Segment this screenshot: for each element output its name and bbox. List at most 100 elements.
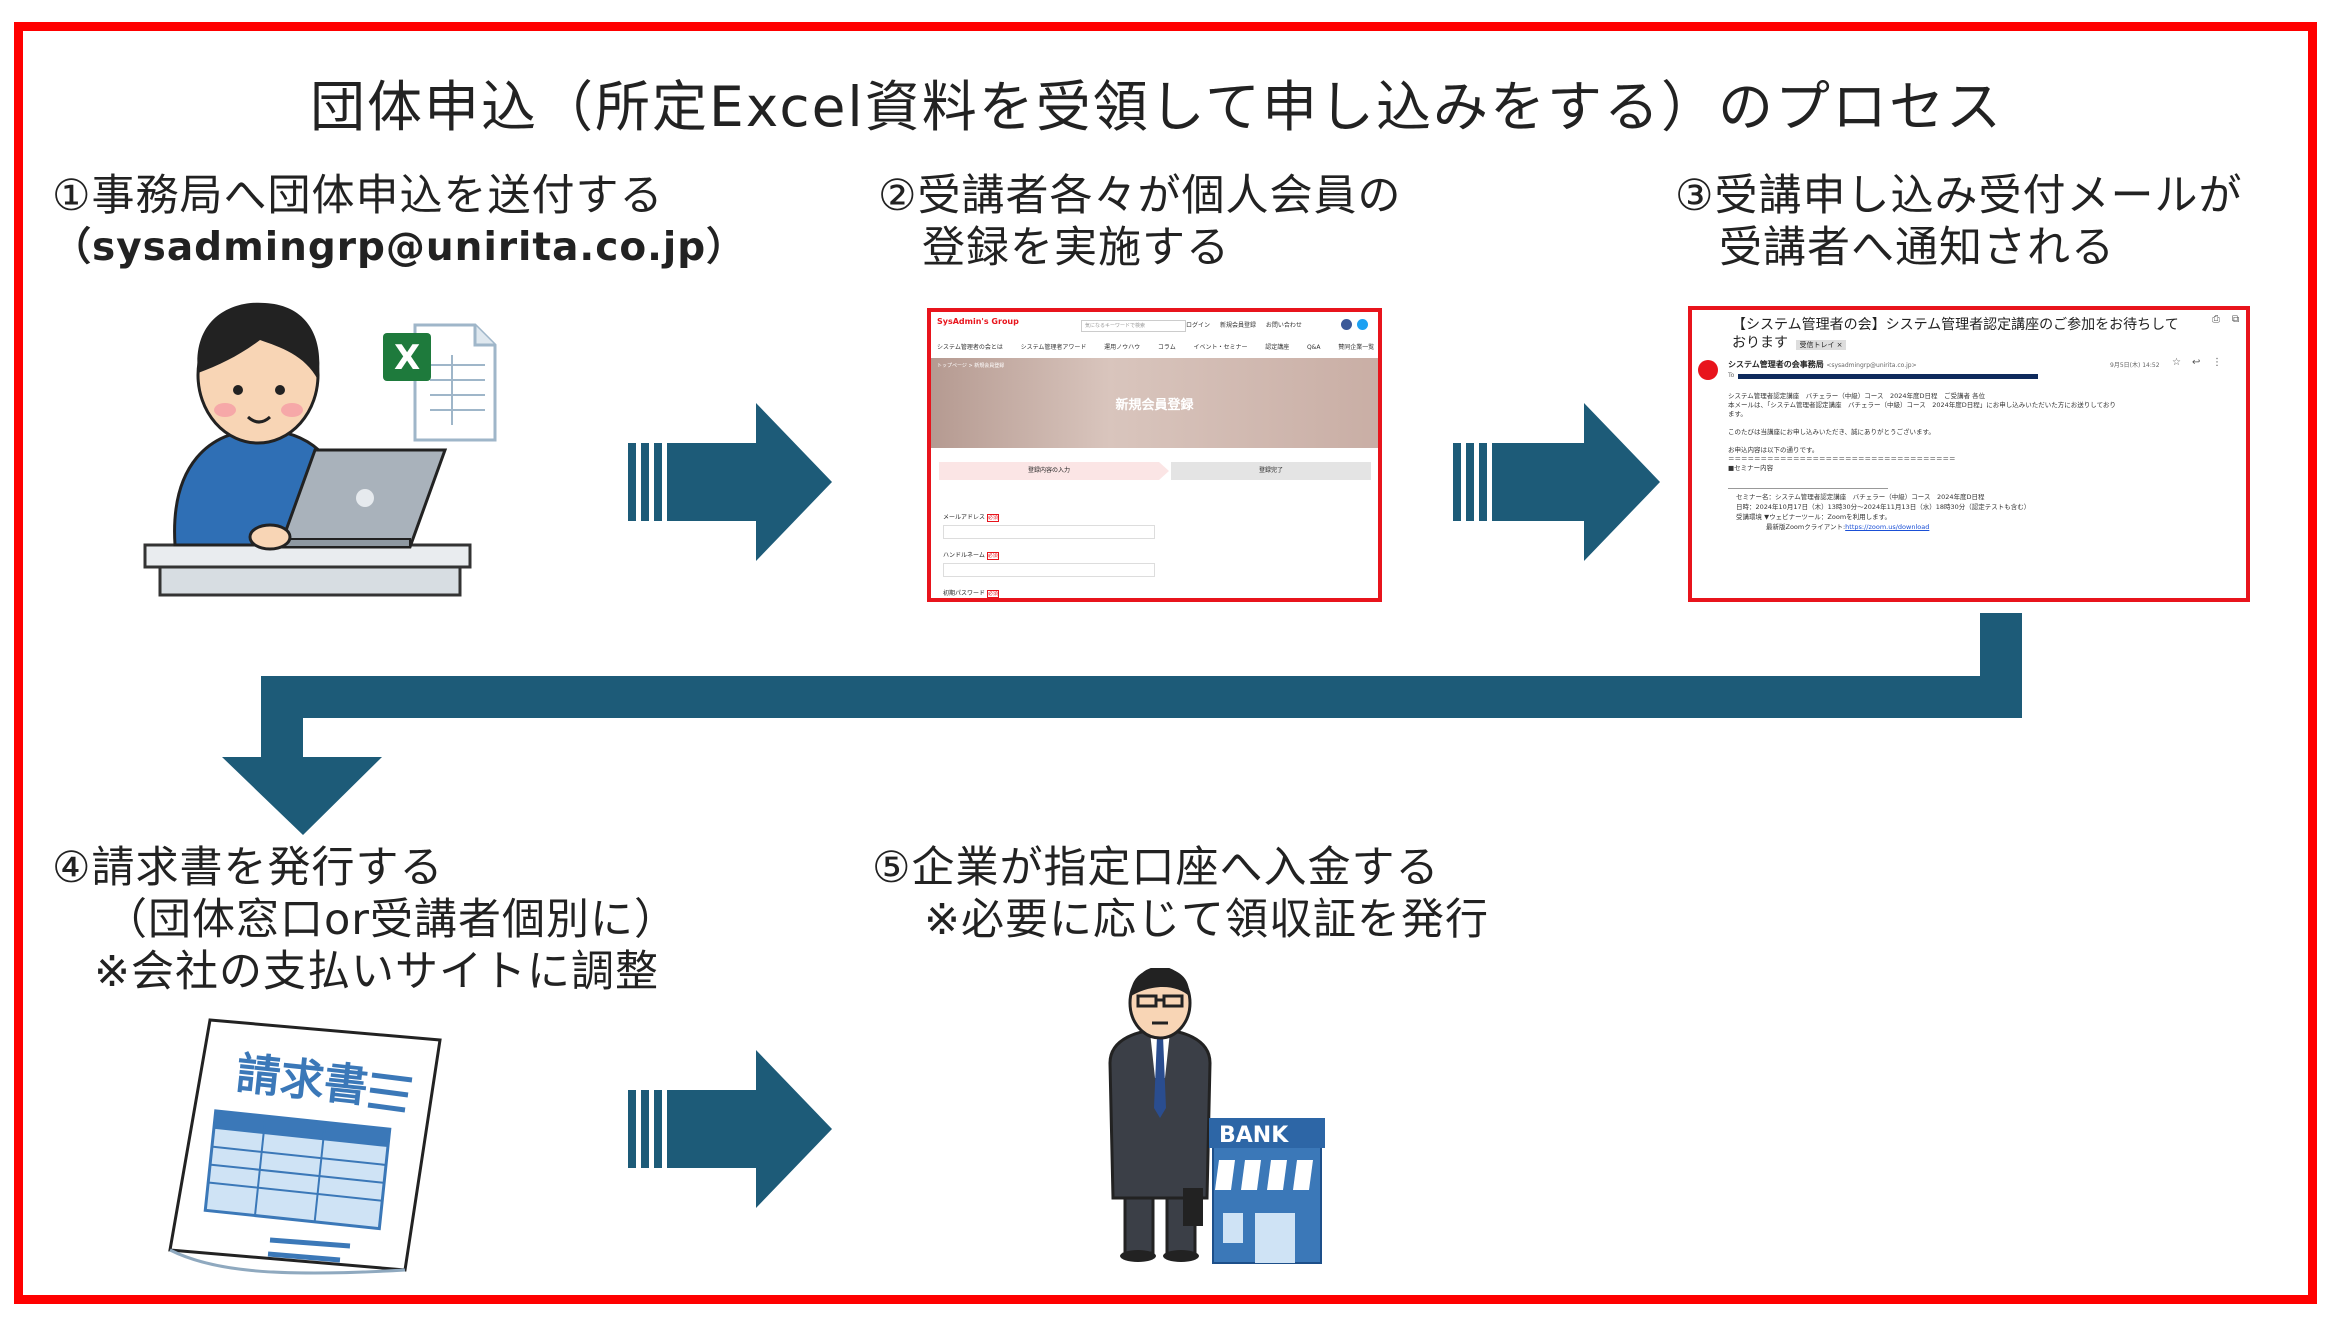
sender-line: システム管理者の会事務局 <sysadmingrp@unirita.co.jp> <box>1728 359 1917 370</box>
zoom-download-link[interactable]: https://zoom.us/download <box>1845 523 1930 531</box>
body-line <box>1728 419 2116 428</box>
outer-frame <box>14 22 2317 1304</box>
page-title: 団体申込（所定Excel資料を受領して申し込みをする）のプロセス <box>310 75 2004 139</box>
open-new-window-icon[interactable]: ⧉ <box>2232 314 2240 325</box>
handle-field[interactable] <box>943 563 1155 577</box>
step-2-text: ②受講者各々が個人会員の 登録を実施する <box>878 170 1402 274</box>
detail-line: 受講環境 ▼ウェビナーツール：Zoomを利用します。 <box>1736 513 1892 521</box>
businessman-bank-illustration: BANK <box>1108 968 1325 1264</box>
contact-link[interactable]: お問い合わせ <box>1265 322 1302 329</box>
person-laptop-illustration: X <box>143 302 497 597</box>
arrow-2-to-3 <box>1453 403 1660 561</box>
field-label: 初期パスワード <box>943 590 986 597</box>
body-line: ます。 <box>1728 410 1747 418</box>
seminar-details: セミナー名：システム管理者認定講座 バチェラー（中級）コース 2024年度D日程… <box>1736 492 2030 532</box>
body-line: お申込内容は以下の通りです。 <box>1728 446 1819 454</box>
required-badge: 必須 <box>986 514 999 522</box>
required-badge: 必須 <box>986 552 999 560</box>
detail-line: 日時：2024年10月17日（木）13時30分〜2024年11月13日（水）18… <box>1736 503 2031 511</box>
field-label-email: メールアドレス 必須 <box>943 512 999 522</box>
step-4-line3: ※会社の支払いサイトに調整 <box>94 947 660 997</box>
star-icon[interactable]: ☆ <box>2172 357 2181 368</box>
step-4-line1: ④請求書を発行する <box>52 843 444 893</box>
arrow-3-to-4 <box>222 613 2022 835</box>
bank-label: BANK <box>1219 1123 1289 1148</box>
nav-item[interactable]: Q&A <box>1306 344 1321 351</box>
email-subject-cont: おります 受信トレイ × <box>1732 332 1846 352</box>
nav-item[interactable]: 賛同企業一覧 <box>1338 344 1375 351</box>
to-label: To <box>1728 372 1735 379</box>
field-label-handle: ハンドルネーム 必須 <box>943 550 999 560</box>
step-1-line1: ①事務局へ団体申込を送付する <box>52 171 664 221</box>
progress-chevron <box>1159 462 1169 480</box>
step-5-line1: ⑤企業が指定口座へ入金する <box>872 843 1440 893</box>
step-4-text: ④請求書を発行する （団体窓口or受講者個別に） ※会社の支払いサイトに調整 <box>52 842 678 998</box>
step-2-line2: 登録を実施する <box>922 223 1230 273</box>
body-line: ＝＝＝＝＝＝＝＝＝＝＝＝＝＝＝＝＝＝＝＝＝＝＝＝＝＝＝＝＝＝＝＝＝＝＝ <box>1728 455 1956 463</box>
body-line: ■セミナー内容 <box>1728 464 1774 472</box>
body-line: システム管理者認定講座 バチェラー（中級）コース 2024年度D日程 ご受講者 … <box>1728 392 1986 400</box>
svg-text:X: X <box>394 338 420 378</box>
header-links: ログイン 新規会員登録 お問い合わせ <box>1186 320 1302 329</box>
redacted-recipient <box>1738 374 2038 379</box>
arrow-1-to-2 <box>628 403 832 561</box>
search-input[interactable]: 気になるキーワードで検索 <box>1081 320 1186 332</box>
more-icon[interactable]: ⋮ <box>2212 357 2222 368</box>
excel-file-icon: X <box>383 323 497 442</box>
businessman-icon <box>1108 968 1212 1262</box>
step-5-text: ⑤企業が指定口座へ入金する ※必要に応じて領収証を発行 <box>872 842 1489 946</box>
login-link[interactable]: ログイン <box>1186 322 1211 329</box>
nav-item[interactable]: コラム <box>1157 344 1176 351</box>
field-label: メールアドレス <box>943 514 986 521</box>
sender-avatar <box>1698 360 1718 380</box>
field-label: ハンドルネーム <box>943 552 985 559</box>
invoice-illustration: 請求書 <box>168 1018 442 1275</box>
twitter-icon[interactable] <box>1357 319 1368 330</box>
sender-email: <sysadmingrp@unirita.co.jp> <box>1826 362 1917 369</box>
email-subject-line2: おります <box>1732 335 1788 351</box>
site-nav: システム管理者の会とは システム管理者アワード 運用ノウハウ コラム イベント・… <box>937 342 1374 351</box>
detail-line: セミナー名：システム管理者認定講座 バチェラー（中級）コース 2024年度D日程 <box>1736 493 1985 501</box>
email-field[interactable] <box>943 525 1155 539</box>
body-line <box>1728 437 2116 446</box>
zoom-line: 最新版Zoomクライアント:https://zoom.us/download <box>1736 522 2030 532</box>
hero-title: 新規会員登録 <box>1115 398 1194 413</box>
bank-building-icon: BANK <box>1209 1118 1325 1264</box>
divider <box>1728 488 1888 489</box>
step-2-line1: ②受講者各々が個人会員の <box>878 171 1402 221</box>
body-line: このたびは当講座にお申し込みいただき、誠にありがとうございます。 <box>1728 428 1935 436</box>
step-3-text: ③受講申し込み受付メールが 受講者へ通知される <box>1675 170 2243 274</box>
step-5-line2: ※必要に応じて領収証を発行 <box>924 895 1490 945</box>
step-4-line2: （団体窓口or受講者個別に） <box>104 895 678 945</box>
required-badge: 必須 <box>986 590 999 598</box>
step-3-line1: ③受講申し込み受付メールが <box>1675 171 2243 221</box>
signup-link[interactable]: 新規会員登録 <box>1219 322 1256 329</box>
email-screenshot: 【システム管理者の会】システム管理者認定講座のご参加をお待ちして おります 受信… <box>1688 306 2250 602</box>
site-logo: SysAdmin's Group <box>937 317 1019 326</box>
field-label-password: 初期パスワード 必須 <box>943 588 999 598</box>
hero-banner: トップページ > 新規会員登録 新規会員登録 <box>931 358 1378 448</box>
reply-icon[interactable]: ↩ <box>2192 357 2201 368</box>
breadcrumb: トップページ > 新規会員登録 <box>937 363 1005 369</box>
nav-item[interactable]: 運用ノウハウ <box>1104 344 1141 351</box>
email-date: 9月5日(木) 14:52 <box>2110 362 2160 369</box>
registration-screenshot: SysAdmin's Group 気になるキーワードで検索 ログイン 新規会員登… <box>927 308 1382 602</box>
facebook-icon[interactable] <box>1341 319 1352 330</box>
nav-item[interactable]: システム管理者アワード <box>1020 344 1087 351</box>
step-1-email: （sysadmingrp@unirita.co.jp） <box>52 225 747 270</box>
sender-name: システム管理者の会事務局 <box>1728 360 1824 369</box>
email-body: システム管理者認定講座 バチェラー（中級）コース 2024年度D日程 ご受講者 … <box>1728 392 2116 473</box>
print-icon[interactable]: ⎙ <box>2212 314 2220 325</box>
nav-item[interactable]: システム管理者の会とは <box>937 344 1003 351</box>
nav-item[interactable]: 認定講座 <box>1265 344 1290 351</box>
step-1-text: ①事務局へ団体申込を送付する （sysadmingrp@unirita.co.j… <box>52 170 746 274</box>
step-3-line2: 受講者へ通知される <box>1719 223 2115 273</box>
inbox-tag[interactable]: 受信トレイ × <box>1796 340 1846 350</box>
zoom-label: 最新版Zoomクライアント: <box>1766 523 1846 531</box>
arrow-4-to-5 <box>628 1050 832 1208</box>
progress-step-complete: 登録完了 <box>1171 462 1371 480</box>
nav-item[interactable]: イベント・セミナー <box>1193 344 1248 351</box>
progress-step-input: 登録内容の入力 <box>939 462 1159 480</box>
body-line: 本メールは、「システム管理者認定講座 バチェラー（中級）コース 2024年度D日… <box>1728 401 2116 409</box>
